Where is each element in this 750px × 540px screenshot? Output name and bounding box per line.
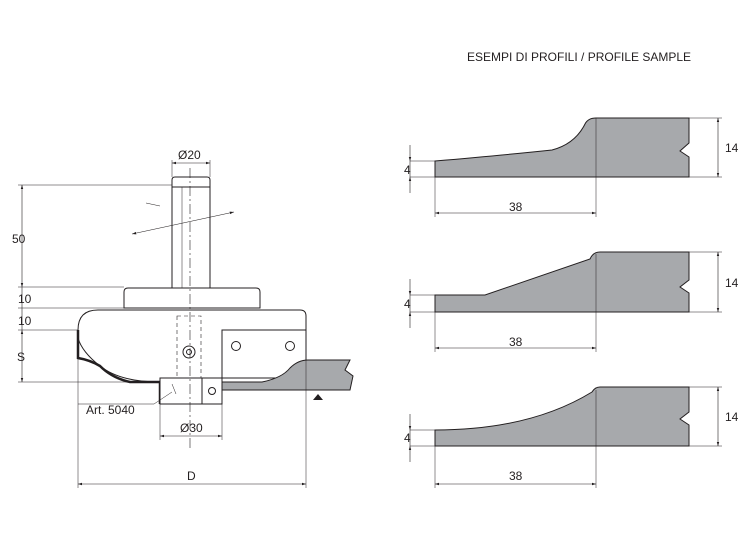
article-label: Art. 5040 <box>86 403 135 417</box>
collar-dim-label: 10 <box>18 292 32 306</box>
cutting-edge <box>76 330 162 404</box>
router-tool-drawing: Ø20 50 10 10 S Art. 5040 Ø30 D <box>12 148 354 488</box>
height-dim-label: 50 <box>12 232 26 246</box>
d-dim-label: D <box>187 469 196 483</box>
collar <box>123 287 261 309</box>
profile-sample-1: 4 14 38 <box>404 117 739 217</box>
shank <box>171 176 211 289</box>
bearing <box>159 377 223 405</box>
shank-diameter-label: Ø20 <box>178 148 201 162</box>
profile-1-thickness-label: 4 <box>404 163 411 177</box>
profile-1-width-label: 38 <box>509 200 523 214</box>
bearing-diameter-label: Ø30 <box>180 421 203 435</box>
profile-3-width-label: 38 <box>509 469 523 483</box>
insert-plate <box>221 329 307 379</box>
top-cutter-dim-label: 10 <box>18 314 32 328</box>
workpiece-section <box>221 359 354 400</box>
profile-2-width-label: 38 <box>509 335 523 349</box>
s-dim-label: S <box>17 350 25 364</box>
profile-3-thickness-label: 4 <box>404 431 411 445</box>
profile-sample-3: 4 14 38 <box>404 386 739 488</box>
profile-3-height-label: 14 <box>725 410 739 424</box>
profile-2-thickness-label: 4 <box>404 297 411 311</box>
profile-2-height-label: 14 <box>725 276 739 290</box>
diagram-title: ESEMPI DI PROFILI / PROFILE SAMPLE <box>467 50 691 64</box>
profile-sample-2: 4 14 38 <box>404 251 739 352</box>
profile-1-height-label: 14 <box>725 141 739 155</box>
